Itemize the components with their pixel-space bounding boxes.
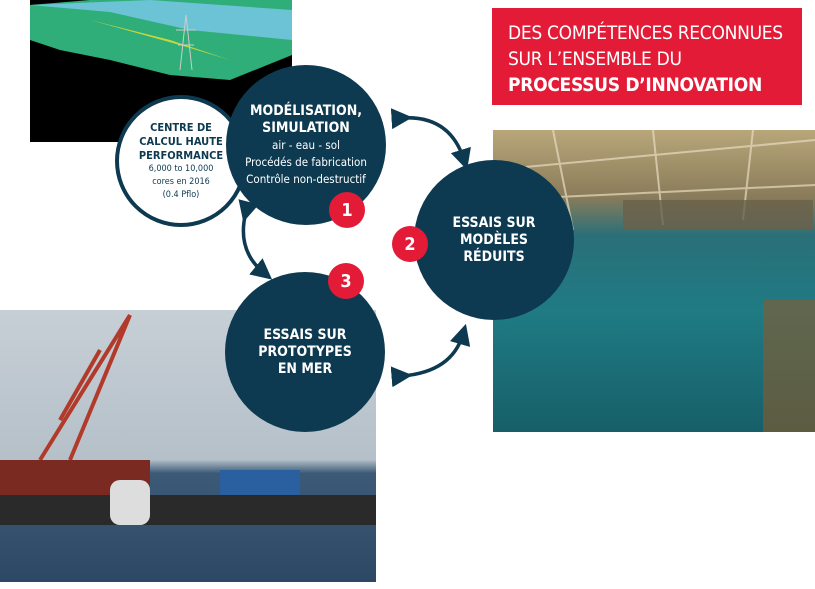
step-1-badge: 1 [329, 192, 365, 228]
step-1-sub-2: Procédés de fabrication [245, 154, 367, 169]
banner-line-1: DES COMPÉTENCES RECONNUES [508, 22, 783, 44]
arrow-3-1 [238, 199, 273, 280]
hpc-line-1: CENTRE DE [150, 120, 212, 134]
step-1-sub-1: air - eau - sol [272, 137, 340, 152]
banner-line-2: SUR L’ENSEMBLE DU [508, 48, 682, 70]
hpc-line-3: PERFORMANCE [138, 148, 224, 162]
step-3-title-2: PROTOTYPES [258, 343, 352, 360]
arrow-1-2 [390, 108, 471, 171]
step-1-sub-3: Contrôle non-destructif [246, 171, 366, 186]
arrow-2-3 [390, 323, 471, 388]
title-banner: DES COMPÉTENCES RECONNUES SUR L’ENSEMBLE… [492, 8, 802, 105]
step-3-title-3: EN MER [277, 360, 333, 377]
hpc-line-2: CALCUL HAUTE [139, 134, 223, 148]
step-3-circle: ESSAIS SUR PROTOTYPES EN MER [225, 272, 385, 432]
hpc-line-5: cores en 2016 [152, 176, 210, 187]
step-1-title-1: MODÉLISATION, [249, 102, 363, 119]
step-2-title-1: ESSAIS SUR [452, 214, 536, 231]
step-2-title-2: MODÈLES [459, 231, 528, 248]
banner-line-3: PROCESSUS D’INNOVATION [508, 74, 762, 96]
hpc-line-6: (0.4 Pflo) [162, 189, 200, 200]
hpc-line-4: 6,000 to 10,000 [148, 163, 214, 174]
step-2-badge: 2 [392, 226, 428, 262]
step-3-badge: 3 [328, 263, 364, 299]
step-2-circle: ESSAIS SUR MODÈLES RÉDUITS [414, 160, 574, 320]
step-3-title-1: ESSAIS SUR [263, 326, 347, 343]
step-2-title-3: RÉDUITS [463, 248, 525, 265]
simulation-terrain-image [30, 0, 292, 142]
step-1-title-2: SIMULATION [262, 119, 350, 136]
